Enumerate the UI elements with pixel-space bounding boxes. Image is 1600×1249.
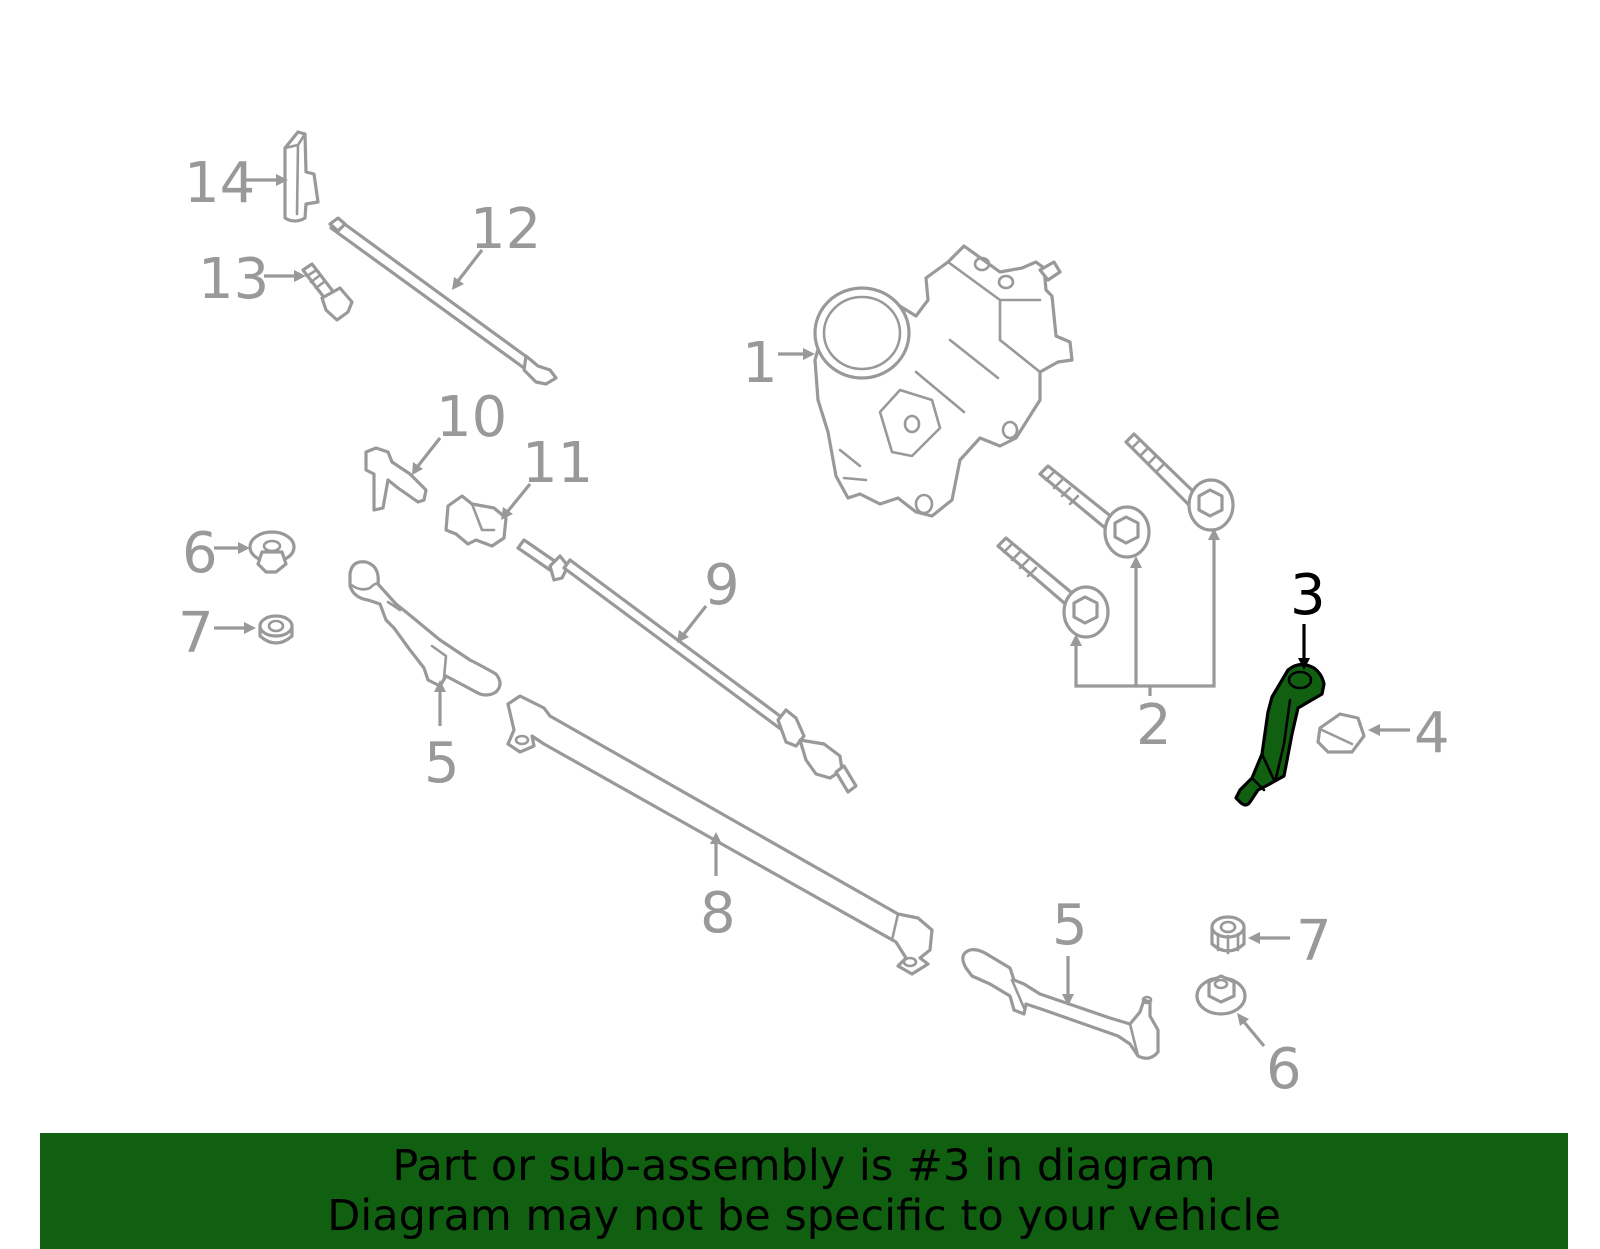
callout-11: 11	[522, 431, 593, 496]
callout-3: 3	[1290, 563, 1326, 628]
part-3-pitman-arm[interactable]	[1234, 662, 1326, 807]
callout-12: 12	[470, 197, 541, 262]
callout-numbers: 14 13 12 1 10 11 6 7 9 5 8 2 3 4 5 7 6	[178, 151, 1450, 1102]
banner-line-2: Diagram may not be specific to your vehi…	[327, 1191, 1281, 1241]
part-6-nut-left[interactable]	[248, 530, 296, 574]
part-7-nut-left[interactable]	[258, 614, 294, 645]
part-6-nut-right[interactable]	[1195, 974, 1247, 1016]
part-10-bracket[interactable]	[364, 446, 428, 512]
banner-background	[40, 1133, 1568, 1249]
part-4-nut[interactable]	[1316, 712, 1366, 754]
part-2-bolt-upper[interactable]	[1124, 432, 1235, 532]
callout-14: 14	[184, 151, 255, 216]
part-7-nut-right[interactable]	[1210, 915, 1246, 955]
leader-lines	[214, 174, 1410, 1048]
part-2-bolt-middle[interactable]	[1038, 464, 1151, 559]
part-13-bolt[interactable]	[301, 262, 354, 322]
part-9-drag-link[interactable]	[516, 538, 858, 794]
callout-8: 8	[700, 881, 736, 946]
info-banner: Part or sub-assembly is #3 in diagram Di…	[40, 1133, 1568, 1249]
callout-5-left: 5	[424, 731, 460, 796]
callout-10: 10	[436, 385, 507, 450]
part-12-rod[interactable]	[328, 216, 558, 386]
part-2-bolt-lower[interactable]	[996, 536, 1110, 639]
callout-6-right: 6	[1266, 1037, 1302, 1102]
callout-7-right: 7	[1296, 909, 1332, 974]
part-5-tie-rod-end-left[interactable]	[348, 560, 502, 697]
callout-5-right: 5	[1052, 893, 1088, 958]
callout-2: 2	[1136, 693, 1172, 758]
part-8-center-link[interactable]	[506, 694, 934, 976]
callout-7-left: 7	[178, 601, 214, 666]
part-1-steering-gear[interactable]	[813, 244, 1074, 518]
part-5-tie-rod-end-right[interactable]	[961, 948, 1160, 1060]
callout-13: 13	[198, 247, 269, 312]
part-14-bracket[interactable]	[283, 130, 320, 223]
callout-6-left: 6	[182, 521, 218, 586]
part-11-clamp[interactable]	[444, 494, 508, 548]
banner-line-1: Part or sub-assembly is #3 in diagram	[392, 1141, 1216, 1191]
callout-1: 1	[742, 331, 778, 396]
callout-4: 4	[1414, 701, 1450, 766]
callout-9: 9	[704, 553, 740, 618]
